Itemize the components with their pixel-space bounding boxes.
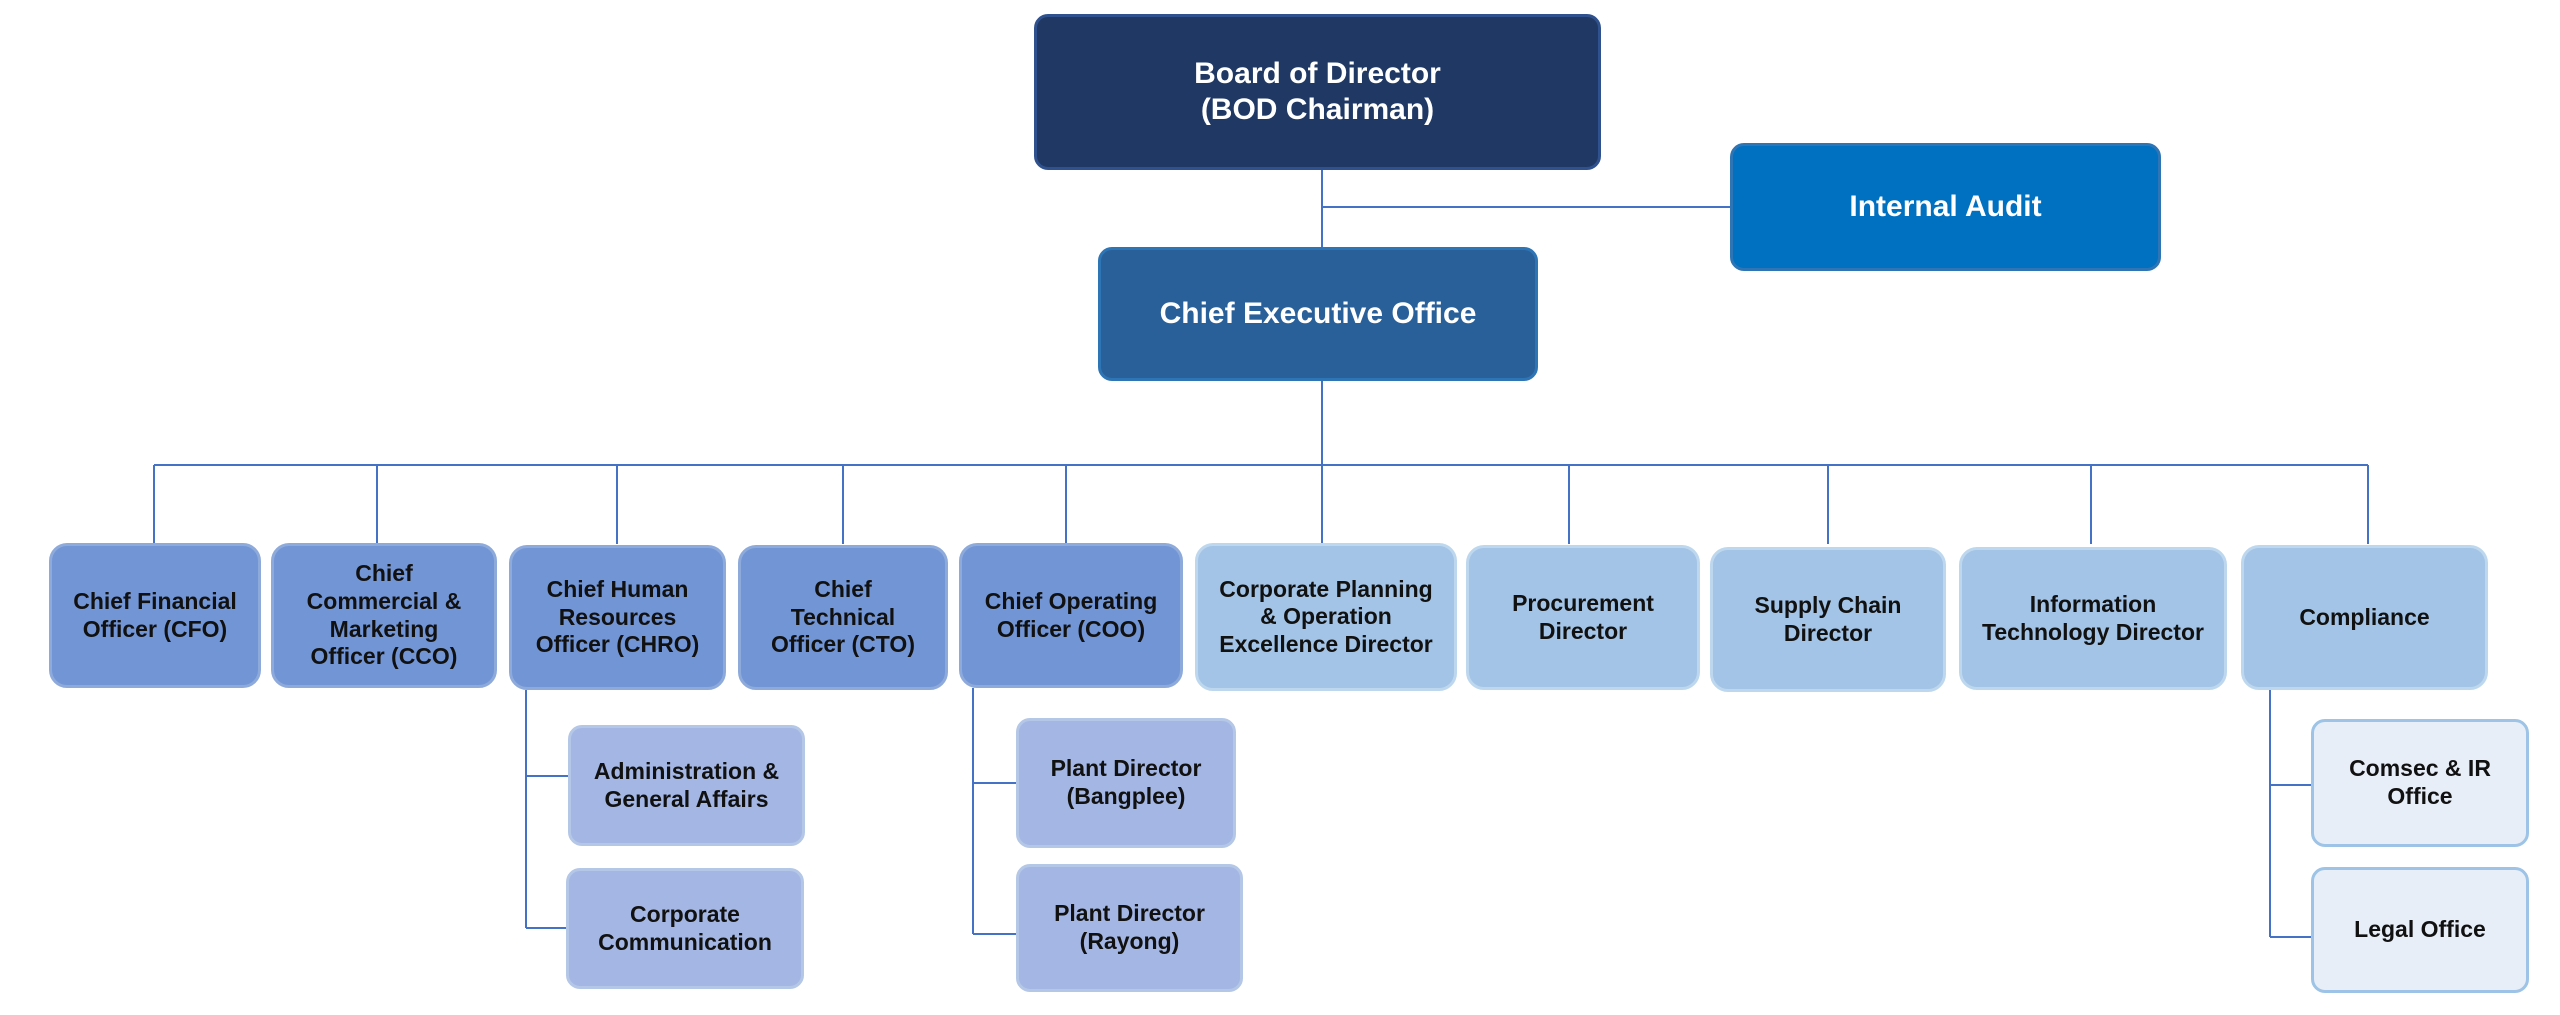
- corporate-communication-box[interactable]: Corporate Communication: [566, 868, 804, 989]
- chro-box[interactable]: Chief Human Resources Officer (CHRO): [509, 545, 726, 690]
- admin-general-affairs-box[interactable]: Administration & General Affairs: [568, 725, 805, 846]
- plant-director-bangplee-box[interactable]: Plant Director (Bangplee): [1016, 718, 1236, 848]
- supply-chain-director-box[interactable]: Supply Chain Director: [1710, 547, 1946, 692]
- compliance-box[interactable]: Compliance: [2241, 545, 2488, 690]
- corporate-planning-box[interactable]: Corporate Planning & Operation Excellenc…: [1195, 543, 1457, 691]
- legal-office-box[interactable]: Legal Office: [2311, 867, 2529, 993]
- internal-audit-box[interactable]: Internal Audit: [1730, 143, 2161, 271]
- board-of-director-box[interactable]: Board of Director (BOD Chairman): [1034, 14, 1601, 170]
- plant-director-rayong-box[interactable]: Plant Director (Rayong): [1016, 864, 1243, 992]
- procurement-director-box[interactable]: Procurement Director: [1466, 545, 1700, 690]
- cto-box[interactable]: Chief Technical Officer (CTO): [738, 545, 948, 690]
- cco-box[interactable]: Chief Commercial & Marketing Officer (CC…: [271, 543, 497, 688]
- cfo-box[interactable]: Chief Financial Officer (CFO): [49, 543, 261, 688]
- ceo-box[interactable]: Chief Executive Office: [1098, 247, 1538, 381]
- coo-box[interactable]: Chief Operating Officer (COO): [959, 543, 1183, 688]
- it-director-box[interactable]: Information Technology Director: [1959, 547, 2227, 690]
- comsec-ir-office-box[interactable]: Comsec & IR Office: [2311, 719, 2529, 847]
